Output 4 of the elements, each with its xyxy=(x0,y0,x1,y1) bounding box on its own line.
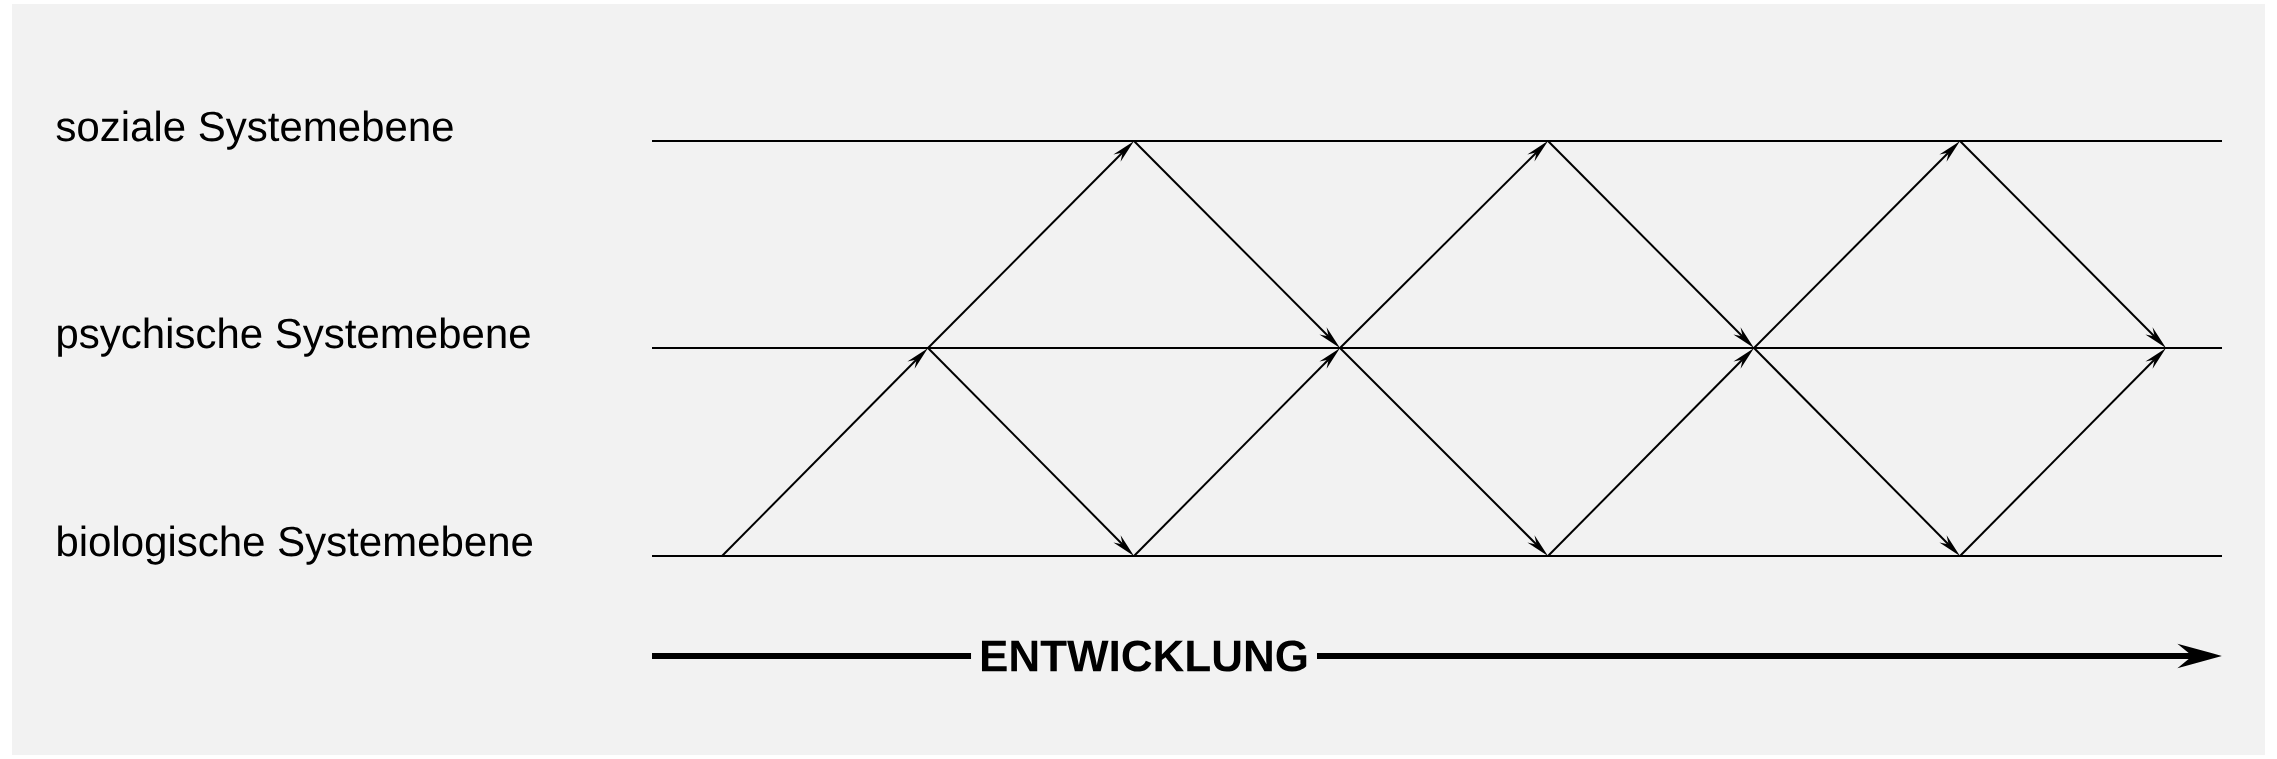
axis-label: ENTWICKLUNG xyxy=(971,633,1317,679)
level-label: soziale Systemebene xyxy=(56,110,453,150)
level-label: psychische Systemebene xyxy=(58,317,530,357)
level-label: biologische Systemebene xyxy=(58,525,533,565)
